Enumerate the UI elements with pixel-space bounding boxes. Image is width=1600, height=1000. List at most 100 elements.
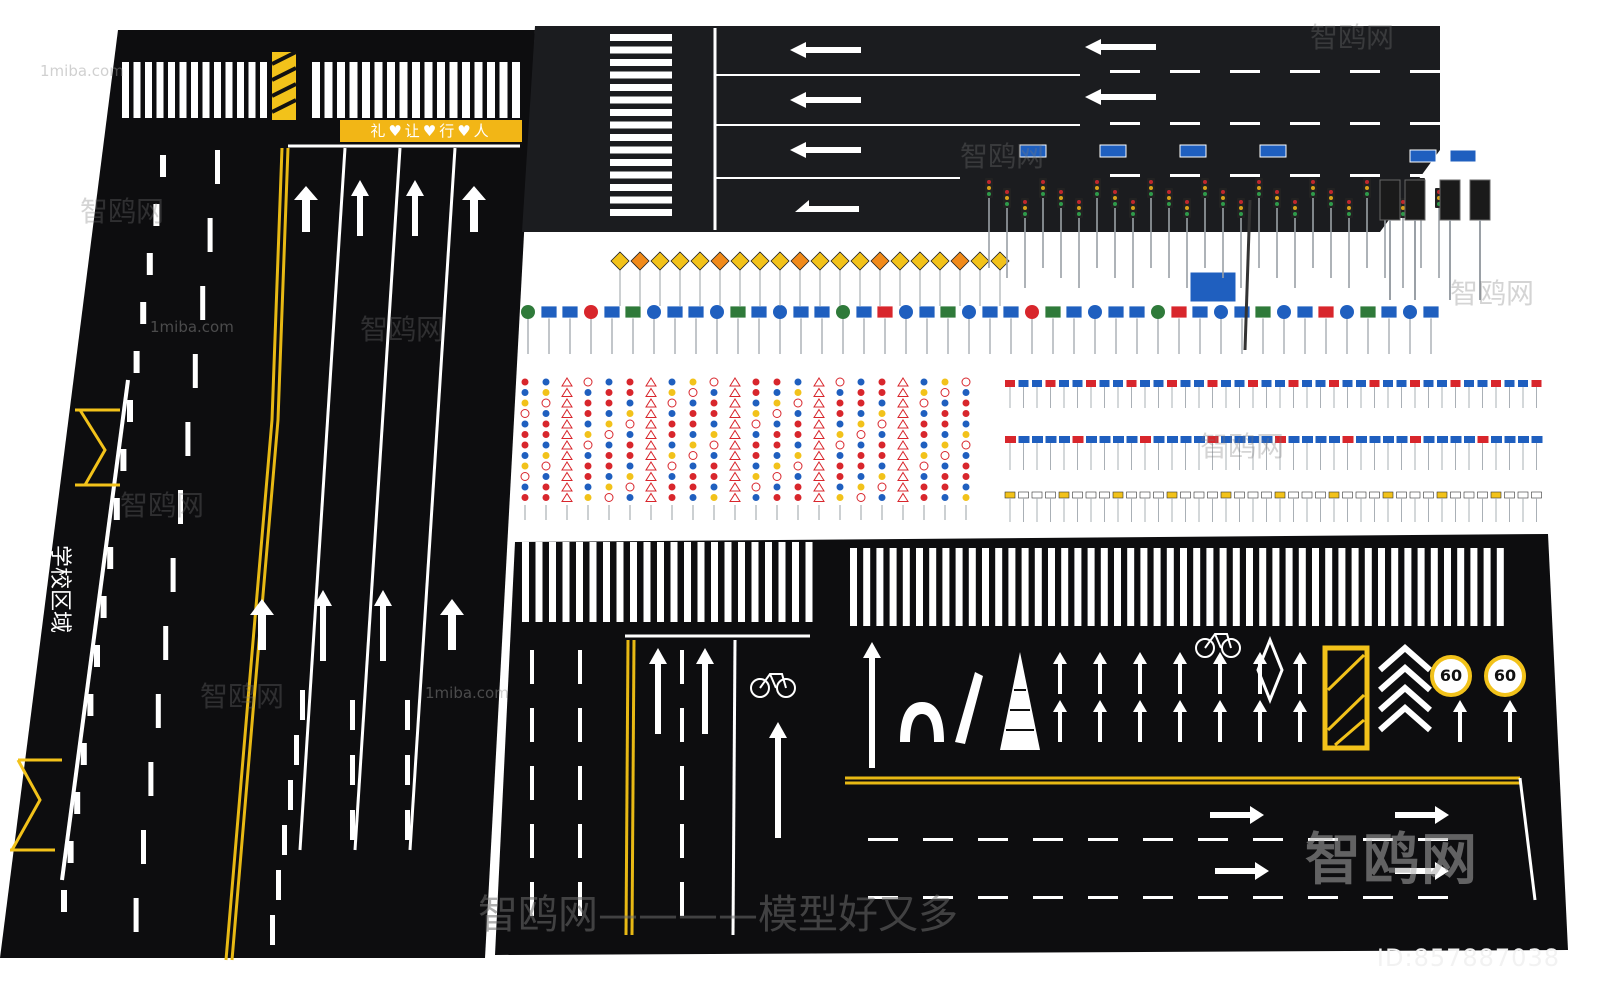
road-sign-icon (940, 409, 950, 418)
crosswalk-stripe (1312, 548, 1319, 626)
road-sign-icon (625, 440, 635, 450)
crosswalk-stripe (474, 62, 483, 118)
lane-dash (1088, 896, 1118, 899)
road-sign-icon (667, 430, 677, 439)
traffic-light-icon (1347, 206, 1351, 210)
road-sign-icon (729, 471, 741, 481)
crosswalk-stripe (374, 62, 383, 118)
road-sign-icon (729, 398, 741, 408)
lane-dash (1230, 174, 1260, 177)
crosswalk-stripe (1246, 548, 1253, 626)
traffic-light-icon (1257, 186, 1261, 190)
road-sign-icon (877, 461, 887, 471)
lane-dash (868, 838, 898, 841)
arrow-left-icon (1085, 89, 1156, 105)
arrow-straight-icon (696, 648, 714, 734)
arrow-left-icon (795, 200, 859, 212)
crosswalk-stripe (995, 548, 1003, 626)
zigzag-marking (10, 408, 120, 852)
road-sign-icon (1005, 380, 1015, 387)
arrow-right-icon (440, 599, 464, 650)
road-sign-icon (751, 388, 761, 397)
crosswalk-stripe (214, 62, 221, 118)
road-sign-icon (1449, 149, 1477, 163)
lane-dash (294, 735, 299, 765)
road-sign-icon (583, 451, 593, 460)
crosswalk-stripe (751, 542, 759, 622)
road-sign-icon (1369, 491, 1380, 499)
road-sign-icon (981, 305, 999, 319)
road-sign-icon (751, 398, 761, 408)
road-sign-icon (1151, 305, 1165, 319)
lane-dash (1308, 838, 1338, 841)
traffic-light-icon (1131, 200, 1135, 204)
crosswalk-stripe (929, 548, 937, 626)
road-sign-icon (856, 377, 866, 387)
arrow-straight-icon (1213, 652, 1227, 694)
road-sign-icon (583, 377, 593, 387)
road-sign-icon (1065, 305, 1083, 319)
road-sign-icon (1099, 144, 1127, 158)
crosswalk-stripe (697, 542, 705, 622)
road-sign-icon (645, 429, 657, 439)
traffic-light-icon (1239, 200, 1243, 204)
road-sign-icon (625, 419, 635, 429)
road-sign-icon (688, 451, 698, 460)
crosswalk-stripe (462, 62, 470, 118)
road-sign-icon (1422, 305, 1440, 319)
crosswalk-stripe (168, 62, 175, 118)
road-sign-icon (604, 419, 614, 429)
road-sign-icon (1234, 491, 1245, 499)
road-sign-icon (667, 419, 677, 429)
crosswalk-stripe (684, 542, 691, 622)
road-sign-icon (835, 377, 845, 387)
bottom-road-arrows (649, 633, 1517, 880)
road-sign-icon (793, 388, 803, 397)
road-sign-icon (1153, 436, 1165, 443)
lane-dash (530, 766, 534, 800)
crosswalk-stripe (312, 62, 320, 118)
road-sign-icon (836, 305, 850, 319)
road-sign-icon (1193, 491, 1205, 499)
traffic-light-icon (1059, 196, 1063, 200)
road-sign-icon (541, 472, 551, 481)
road-sign-icon (1166, 491, 1178, 499)
crosswalk-stripe (1351, 548, 1359, 626)
crosswalk-stripe (562, 542, 570, 622)
road-sign-icon (940, 440, 950, 450)
crosswalk-stripe (610, 146, 672, 154)
crosswalk-stripe (610, 209, 672, 216)
arrow-straight-icon (1093, 700, 1107, 742)
lane-dash (185, 422, 191, 456)
road-sign-icon (667, 472, 677, 481)
road-sign-icon (1072, 380, 1083, 387)
road-sign-icon (1464, 436, 1475, 443)
road-sign-icon (1113, 380, 1123, 387)
center-yellow-line (224, 147, 284, 961)
road-sign-icon (561, 482, 573, 492)
crosswalk-stripe (589, 542, 597, 622)
crosswalk-stripe (610, 84, 672, 91)
traffic-light-icon (1005, 190, 1009, 194)
road-sign-icon (625, 377, 635, 387)
traffic-light-icon (1113, 196, 1117, 200)
road-sign-icon (709, 409, 719, 418)
road-sign-icon (1463, 491, 1475, 499)
lane-dash (680, 650, 684, 684)
bicycle-icon (1221, 638, 1241, 658)
road-sign-icon (813, 387, 825, 397)
road-sign-icon (1491, 436, 1502, 443)
road-sign-icon (940, 461, 950, 471)
traffic-light-icon (1095, 186, 1099, 190)
road-sign-icon (890, 251, 910, 271)
road-sign-icon (1107, 305, 1125, 319)
road-sign-icon (870, 251, 890, 271)
traffic-light-icon (1293, 200, 1297, 204)
traffic-light-icon (1149, 192, 1153, 196)
road-sign-icon (770, 251, 790, 271)
crosswalk-stripe (522, 542, 529, 622)
lane-dash (1290, 122, 1320, 125)
road-sign-icon (1113, 436, 1124, 443)
road-sign-icon (541, 430, 551, 439)
road-sign-icon (897, 398, 909, 408)
